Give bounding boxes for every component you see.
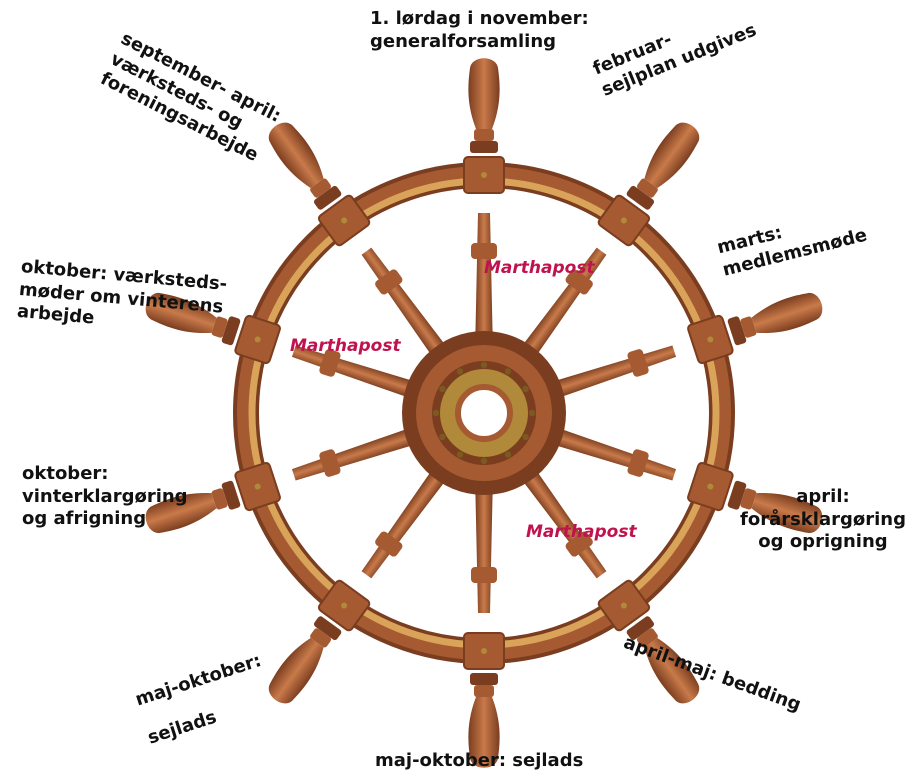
- marthapost-label-top: Marthapost: [484, 258, 595, 278]
- wheel-spoke-6: [263, 452, 462, 709]
- wheel-spoke-0: [468, 58, 499, 353]
- wheel-spoke-2: [536, 289, 826, 410]
- label-generalforsamling: 1. lørdag i november: generalforsamling: [370, 8, 589, 53]
- marthapost-label-right: Marthapost: [526, 522, 637, 542]
- label-sejlads-bottom: maj-oktober: sejlads: [375, 750, 583, 773]
- marthapost-label-left: Marthapost: [290, 336, 401, 356]
- wheel-spoke-5: [468, 473, 499, 768]
- wheel-spoke-1: [507, 117, 706, 374]
- wheel-hub-hole: [458, 387, 510, 439]
- label-vinterklargoering: oktober: vinterklargøring og afrigning: [22, 463, 188, 531]
- label-foraarsklargoering: april: forårsklargøring og oprigning: [740, 486, 906, 554]
